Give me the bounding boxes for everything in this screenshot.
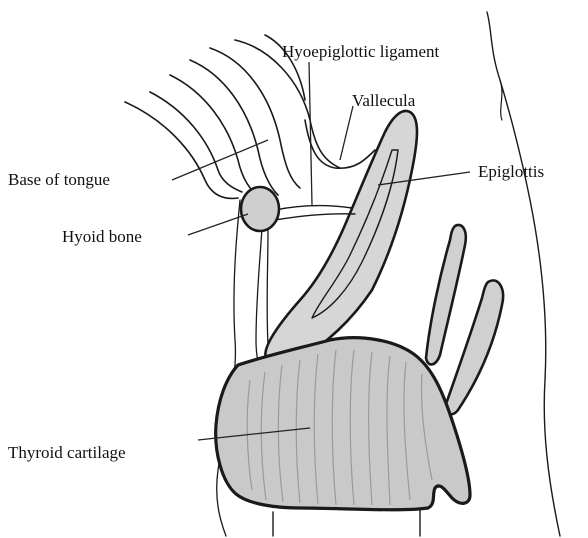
label-base-of-tongue: Base of tongue [8,170,110,189]
leader-hyoepiglottic [309,62,312,205]
label-thyroid-cartilage: Thyroid cartilage [8,443,126,462]
neck-back-contour [500,80,502,120]
label-epiglottis: Epiglottis [478,162,544,181]
hyoid-bone-shape [241,187,279,231]
epiglottis-shape [265,111,417,364]
posterior-pharyngeal-wall [487,12,560,536]
arytenoid-projection-2 [446,280,503,414]
label-vallecula: Vallecula [352,91,416,110]
arytenoid-projection-1 [426,225,466,365]
label-hyoepiglottic-ligament: Hyoepiglottic ligament [282,42,439,61]
leader-hyoid [188,214,248,235]
hyoepiglottic-ligament-band [275,206,352,210]
leader-vallecula [340,106,353,160]
vallecula-curve [305,120,375,168]
infrahyoid-line-2 [267,230,268,345]
infrahyoid-line [256,228,262,372]
label-hyoid-bone: Hyoid bone [62,227,142,246]
